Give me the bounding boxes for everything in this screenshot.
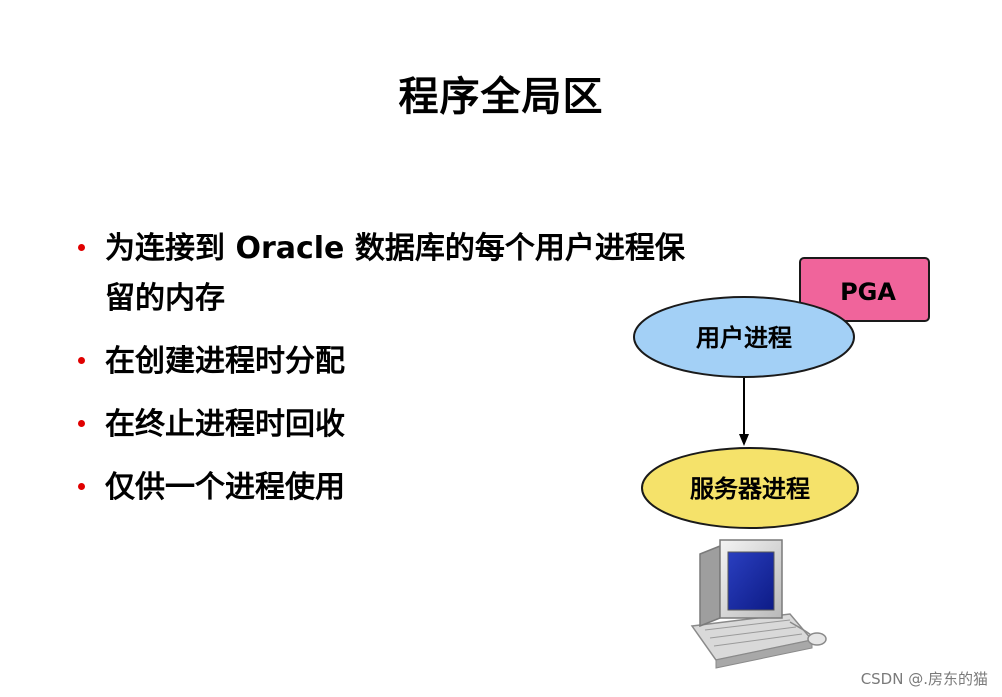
bullet-dot-icon [78,483,85,490]
user-process-ellipse [633,296,855,378]
bullet-text: 在终止进程时回收 [105,407,345,442]
keyboard-keys [704,619,803,647]
bullet-text: 在创建进程时分配 [105,344,345,379]
bullet-dot-icon [78,420,85,427]
bullet-item: 为连接到 Oracle 数据库的每个用户进程保留的内存 [78,224,688,324]
monitor-screen [727,551,775,611]
mouse-icon [807,632,827,646]
process-arrow [739,378,749,446]
bullet-dot-icon [78,244,85,251]
computer-base-edge [715,639,813,669]
bullet-text: 仅供一个进程使用 [105,470,345,505]
computer-icon [690,539,827,669]
arrow-head-icon [739,434,749,446]
bullet-text: 为连接到 Oracle 数据库的每个用户进程保留的内存 [105,231,685,316]
user-process-label: 用户进程 [696,324,792,352]
server-process-node: 服务器进程 [641,447,859,529]
bullet-list: 为连接到 Oracle 数据库的每个用户进程保留的内存 在创建进程时分配 在终止… [78,224,688,526]
bullet-item: 在终止进程时回收 [78,400,688,450]
user-process-node: 用户进程 [633,296,855,378]
pga-box: PGA [799,257,930,322]
pga-label: PGA [840,278,896,306]
bullet-item: 在创建进程时分配 [78,337,688,387]
server-process-label: 服务器进程 [690,475,810,503]
bullet-item: 仅供一个进程使用 [78,463,688,513]
bullet-dot-icon [78,357,85,364]
slide-title: 程序全局区 [398,74,604,120]
pga-box-shape [799,257,930,322]
server-process-ellipse [641,447,859,529]
watermark: CSDN @.房东的猫 [860,670,988,688]
monitor-side [699,544,721,628]
